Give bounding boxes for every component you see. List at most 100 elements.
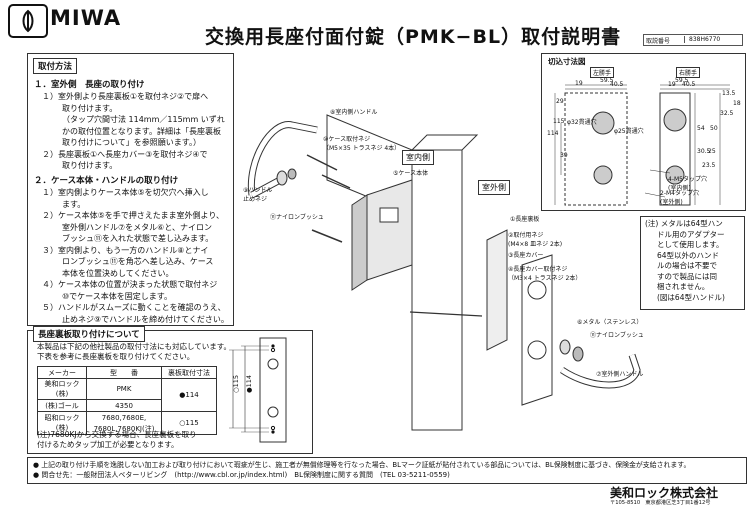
dim-59-5-right: 59.5 [675,77,689,84]
table-cell: ○115 [161,411,217,435]
docno-value: 838H6770 [684,36,720,43]
right-hand-tag: 右勝手 [676,67,701,78]
table-cell: PMK [86,378,162,400]
callout-1: ①長座裏板 [510,216,540,223]
dim-39: 39 [560,152,568,159]
backplate-intro-2: 下表を参考に長座裏板を取り付けてください。 [37,352,195,361]
note-line: 64型以外のハンド [657,250,720,260]
step-line: ３）室内側より、もう一方のハンドル⑧とナイ [42,245,209,255]
step-line: ます。 [62,199,86,209]
table-cell: 昭和ロック(株) [37,411,87,435]
hole-25-label: φ25貫通穴 [614,128,644,135]
dim-18: 18 [733,100,741,107]
step-line: １）室外側より長座裏板①を取付ネジ②で扉へ [42,92,209,101]
compatibility-table: メーカー 型 番 裏板取付寸法 美和ロック(株) PMK ●114 (株)ゴール… [37,366,217,435]
note-line: 梱されません。 [657,282,710,291]
table-cell: 美和ロック(株) [37,378,87,400]
step-line: １）室内側よりケース本体⑤を切欠穴へ挿入し [42,188,209,197]
dim-19-left: 19 [575,80,583,87]
page-title: 交換用長座付面付錠（PMK−BL）取付説明書 [205,26,622,48]
step-line: ブッシュ⑪を入れた状態で差し込みます。 [62,234,214,243]
left-hand-tag: 左勝手 [590,67,615,78]
step-line: 取り付けについて」を参照願います。） [62,138,201,147]
footer-notice-box [27,457,747,484]
tap-m5-label: 4-M5タップ穴 (室内側) [668,176,707,192]
table-cell: (株)ゴール [37,399,87,412]
step-line: ５）ハンドルがスムーズに動くことを確認のうえ、 [42,303,226,312]
step-line: 室外側ハンドル⑦をメタル⑥と、ナイロン [62,222,213,232]
callout-8: ⑧室内側ハンドル [330,109,378,116]
cutout-drawing [554,84,730,206]
backplate-footnote-1: (注)7680KJから交換する場合、長座裏板を取り [37,430,197,439]
table-row: 美和ロック(株) PMK ●114 [37,378,217,412]
logo-emblem-icon [22,9,34,33]
callout-7: ⑦室外側ハンドル [596,371,644,378]
dim-114: 114 [547,130,559,137]
note-line: として使用します。 [657,240,724,249]
part1-title: １．室外側 長座の取り付け [34,80,145,90]
indoor-side-label: 室内側 [402,150,434,165]
dim-54: 54 [697,125,705,132]
step-line: 取り付けます。 [62,161,118,170]
step-line: ２）長座裏板①へ長座カバー③を取付ネジ④で [42,149,208,159]
company-name: 美和ロック株式会社 [610,486,719,500]
step-line: かの取付位置となります。詳細は「長座裏板 [62,126,221,136]
table-header: 型 番 [86,366,162,379]
footer-line-2: ● 問合せ先：一般財団法人ベターリビング (http://www.cbl.or.… [33,471,450,479]
callout-4: ④長座カバー取付ネジ （M3×4 トラスネジ 2本） [508,266,582,282]
tap-m4-label: 2-M4タップ穴 (室外側) [660,190,699,206]
footer-line-1: ● 上記の取り付け手順を逸脱しない加工および取り付けにおいて瑕疵が生じ、施工者が… [33,461,691,469]
section-title: 取付方法 [33,58,78,74]
document-number-box: 取説番号 838H6770 [643,34,743,46]
outdoor-side-label: 室外側 [478,180,510,195]
callout-5: ⑤ケース本体 [393,170,429,177]
part2-steps: １）室内側よりケース本体⑤を切欠穴へ挿入し ます。 ２）ケース本体⑤を手で押さえ… [42,187,229,325]
brand-logo-text: MIWA [50,6,122,30]
docno-label: 取説番号 [646,38,671,45]
note-line: (注) メタルは64型ハン [645,219,723,228]
part1-steps: １）室外側より長座裏板①を取付ネジ②で扉へ 取り付けます。 （タップ穴間寸法 1… [42,91,225,172]
note-line: (図は64型ハンドル) [657,292,725,302]
step-line: 止めネジ⑨でハンドルを締め付けてください。 [62,314,229,324]
dim-30-5: 30.5 [697,148,711,155]
callout-9: ⑨ハンドル 止めネジ [243,187,273,203]
table-cell: ●114 [161,378,217,412]
callout-10: ⑩ケース取付ネジ （M5×35 トラスネジ 4本） [323,136,401,152]
dim-40-5-right: 40.5 [682,81,696,88]
installation-method-panel [27,53,234,326]
backplate-intro-1: 本製品は下記の他社製品の取付寸法にも対応しています。 [37,342,232,351]
note-line: すので製品には同 [657,271,717,281]
note-line: ルの場合は不要で [657,261,717,270]
backplate-drawing [229,337,287,443]
step-line: 本体を位置決めしてください。 [62,268,174,278]
dim-59-5-left: 59.5 [600,77,614,84]
hole-32-label: φ32貫通穴 [567,119,597,126]
metal-note-box: (注) メタルは64型ハン ドル用のアダプター として使用します。 64型以外の… [640,216,745,310]
step-line: ⑩でケース本体を固定します。 [62,291,172,301]
callout-6: ⑥メタル（ステンレス） [577,319,643,326]
table-cell: 7680,7680E, [86,411,162,423]
miwa-logo-mark [8,4,48,38]
dim-23-5: 23.5 [702,162,716,169]
step-line: ４）ケース本体の位置が決まった状態で取付ネジ [42,280,218,289]
callout-11-indoor: ⑪ナイロンブッシュ [270,214,324,221]
cutout-title: 切込寸法図 [548,57,586,66]
step-line: 取り付けます。 [62,103,118,113]
dim-115: 115 [553,118,565,125]
backplate-footnote-2: 付けるためタップ加工が必要となります。 [37,440,179,449]
dim-50: 50 [710,125,718,132]
table-header: 裏板取付寸法 [161,366,217,379]
dim-29: 29 [556,98,564,105]
dim-40-5-left: 40.5 [610,81,624,88]
dim-11-5: 13.5 [722,90,736,97]
step-line: ロンブッシュ⑪を角芯へ差し込み、ケース [62,257,214,266]
note-line: ドル用のアダプター [657,229,725,239]
callout-11-outdoor: ⑪ナイロンブッシュ [590,332,644,339]
dim-19-right: 19 [668,81,676,88]
callout-2: ②取付用ネジ (M4×8 皿ネジ 2本) [508,232,563,248]
backplate-panel [27,330,313,454]
table-cell: 7680L,7680KJ(注) [86,423,162,435]
table-row: 昭和ロック(株) 7680,7680E, ○115 [37,411,217,435]
company-address: 〒105-8510 東京都港区芝3丁目1番12号 [610,500,711,506]
table-row: 7680L,7680KJ(注) [38,423,217,435]
